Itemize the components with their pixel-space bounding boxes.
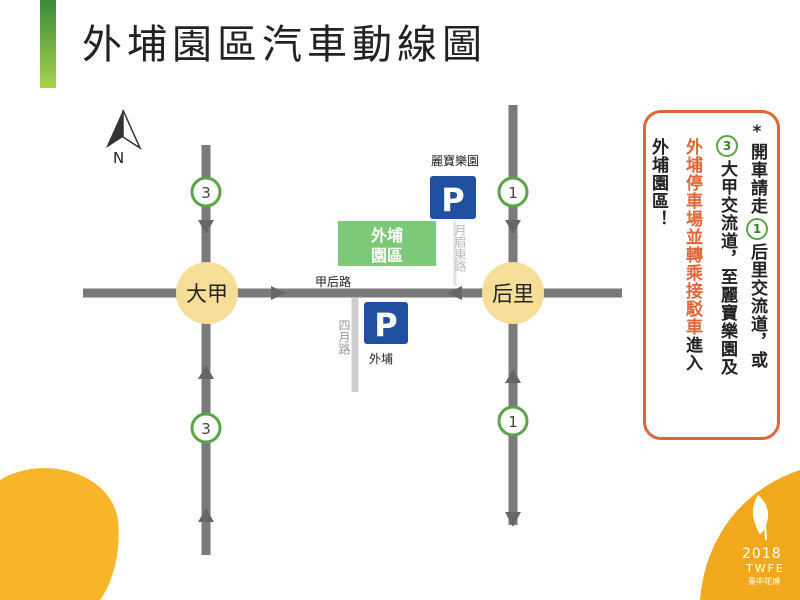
parking-icon: P	[374, 306, 397, 344]
route-marker-east-bottom: 1	[497, 405, 529, 437]
town-dajia: 大甲	[176, 262, 238, 324]
arrow-up-icon	[198, 365, 214, 379]
svg-text:1: 1	[508, 413, 518, 431]
logo-year: 2018	[742, 546, 782, 562]
expo-logo-bg	[0, 468, 800, 600]
arrow-left-icon	[447, 286, 462, 300]
driving-instructions-box	[643, 110, 780, 440]
note-column-1: *開車請走1后里交流道，或	[746, 122, 768, 369]
note-column-3: 外埔停車場並轉乘接駁車進入	[682, 138, 702, 372]
road-label-yuemei-east: 月眉東路	[453, 224, 467, 273]
logo-sub: 臺中花博	[748, 577, 780, 586]
svg-text:3: 3	[201, 184, 211, 202]
north-label: N	[113, 149, 124, 167]
route-marker-icon: 3	[716, 135, 738, 157]
parking-lihpao: 麗寶樂園 P	[430, 153, 479, 219]
svg-text:大甲: 大甲	[186, 282, 228, 306]
arrow-down-icon	[198, 220, 214, 234]
arrow-up-icon	[198, 508, 214, 522]
parking-waipu: P 外埔	[364, 302, 408, 366]
arrow-down-icon	[505, 512, 521, 527]
parking-waipu-label: 外埔	[369, 352, 393, 366]
venue-waipu-park: 外埔 園區	[338, 221, 436, 266]
svg-text:后里: 后里	[492, 282, 534, 306]
arrow-right-icon	[271, 286, 286, 300]
svg-text:1: 1	[508, 184, 518, 202]
note-column-4: 外埔園區！	[648, 138, 668, 228]
parking-icon: P	[441, 181, 464, 219]
title-accent-bar	[40, 0, 56, 88]
arrow-up-icon	[505, 369, 521, 383]
route-marker-west-top: 3	[190, 176, 222, 208]
logo-name: TWFE	[746, 562, 785, 575]
direction-arrows	[198, 220, 521, 527]
route-marker-west-bottom: 3	[190, 412, 222, 444]
route-marker-east-top: 1	[497, 176, 529, 208]
svg-text:3: 3	[201, 420, 211, 438]
route-marker-icon: 1	[746, 218, 768, 240]
road-label-siyue: 四月路	[337, 319, 351, 356]
arrow-down-icon	[505, 220, 521, 234]
north-arrow-icon: N	[106, 109, 142, 167]
road-label-jiahou: 甲后路	[315, 274, 351, 289]
note-column-2: 3大甲交流道，至麗寶樂園及	[716, 132, 738, 376]
svg-text:外埔: 外埔	[370, 226, 403, 245]
svg-text:園區: 園區	[371, 246, 403, 265]
parking-lihpao-label: 麗寶樂園	[431, 153, 479, 168]
town-houli: 后里	[482, 262, 544, 324]
page-title: 外埔園區汽車動線圖	[82, 22, 487, 68]
